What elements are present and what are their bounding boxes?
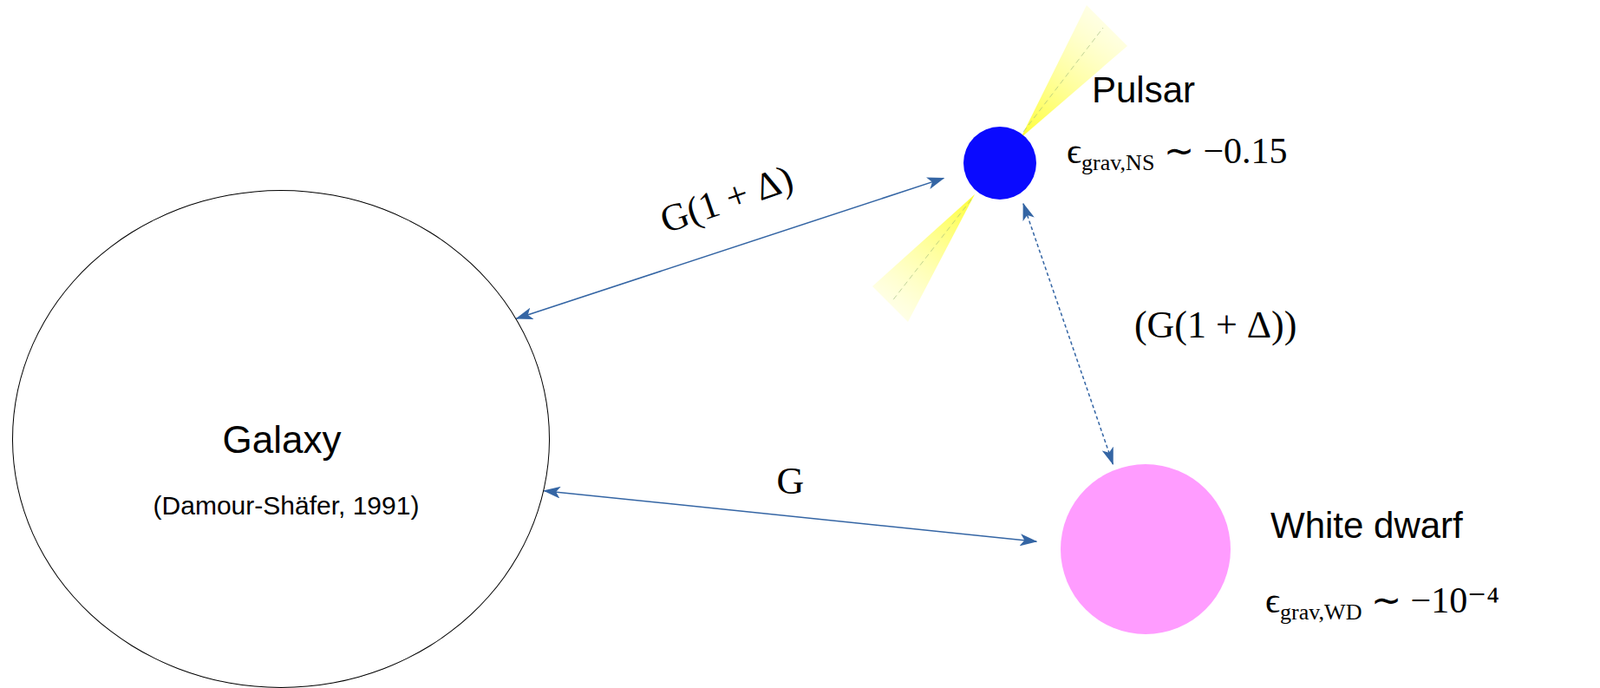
node-note: (Damour-Shäfer, 1991) [153,490,420,522]
node-name: White dwarf [1270,504,1463,547]
radio-beam [872,194,975,322]
coupling-label: G [772,459,808,504]
force-arrow [1023,203,1113,464]
node-note: ϵgrav,WD ∼ −10⁻⁴ [1265,579,1500,626]
beam-axis [891,199,972,302]
beam-axis [1023,27,1104,132]
node-note: ϵgrav,NS ∼ −0.15 [1066,130,1288,177]
white-dwarf-circle: White dwarfϵgrav,WD ∼ −10⁻⁴ [1060,463,1231,634]
node-name: Galaxy [222,417,342,463]
node-name: Pulsar [1091,69,1196,112]
coupling-label: G(1 + Δ) [651,155,803,244]
coupling-label: (G(1 + Δ)) [1130,303,1301,348]
galaxy-ellipse: Galaxy (Damour-Shäfer, 1991) [12,189,550,688]
pulsar-circle: Pulsarϵgrav,NS ∼ −0.15 [963,126,1037,200]
